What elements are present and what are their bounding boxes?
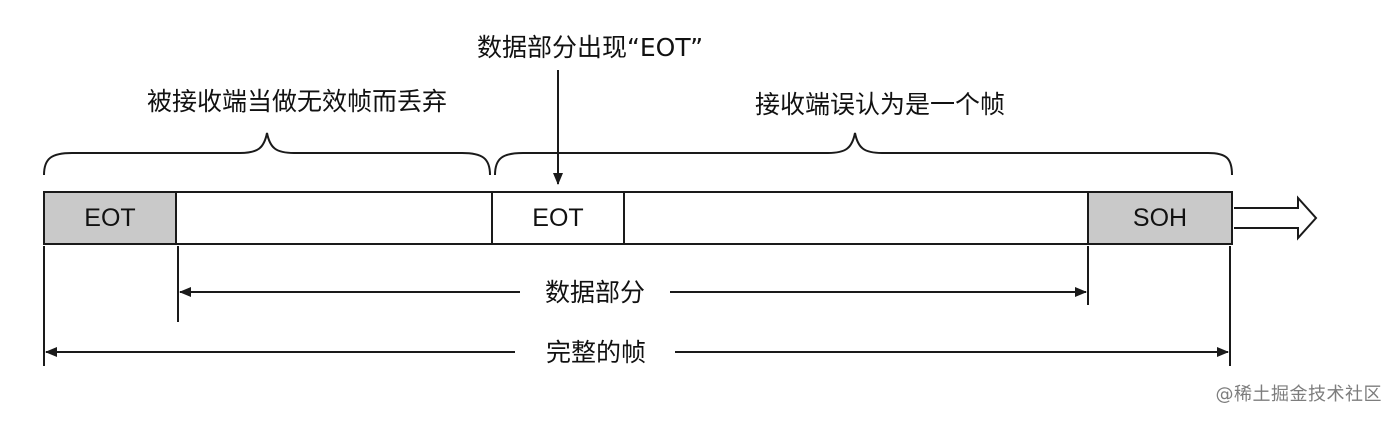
end-soh-cell: [1087, 191, 1233, 245]
inner-eot-text: EOT: [532, 204, 583, 232]
right-brace: [494, 132, 1233, 176]
frame-bar: [43, 191, 1233, 245]
data-span-label: 数据部分: [545, 278, 645, 307]
watermark: @稀土掘金技术社区: [1215, 384, 1382, 405]
end-soh-text: SOH: [1133, 204, 1187, 232]
right-brace-label: 接收端误认为是一个帧: [755, 90, 1005, 119]
start-eot-text: EOT: [84, 204, 135, 232]
left-brace: [43, 132, 491, 176]
direction-arrow: [1234, 195, 1318, 241]
start-eot-cell: [43, 191, 177, 245]
left-brace-label: 被接收端当做无效帧而丢弃: [147, 87, 447, 116]
eot-in-data-label: 数据部分出现“EOT”: [477, 33, 703, 62]
full-frame-label: 完整的帧: [546, 338, 646, 367]
